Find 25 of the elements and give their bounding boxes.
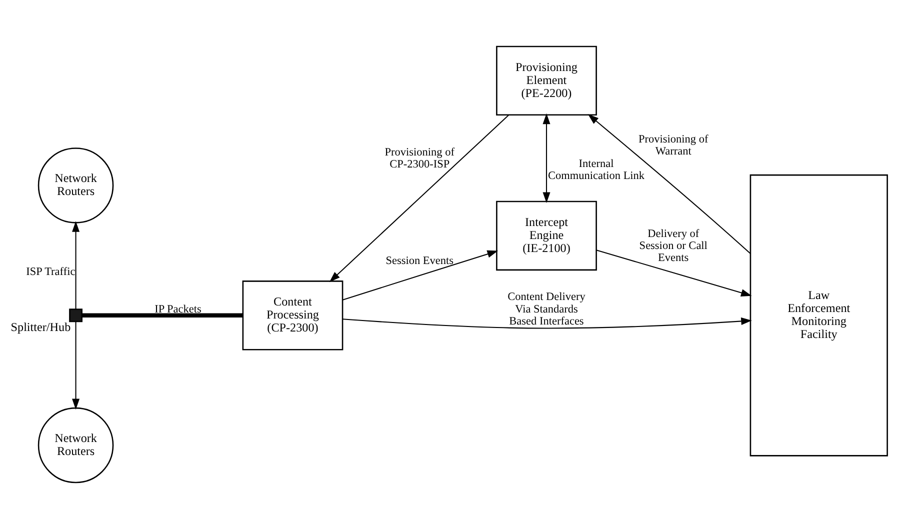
arrow: [596, 249, 752, 296]
node-box: Content Processing (CP-2300): [242, 280, 344, 350]
node-circle: Network Routers: [38, 147, 114, 223]
arrow: [72, 220, 80, 309]
connector: [82, 312, 243, 318]
edge-label: Provisioning of CP-2300-ISP: [384, 146, 454, 170]
arrow: [542, 112, 550, 203]
arrow: [72, 321, 80, 410]
edge-label: Session Events: [386, 254, 454, 266]
arrow: [329, 114, 509, 282]
edge-label: Internal Communication Link: [548, 157, 645, 182]
edge-label: Provisioning of Warrant: [638, 133, 708, 158]
node-label: Splitter/Hub: [10, 320, 71, 334]
node-box: Provisioning Element (PE-2200): [496, 45, 597, 116]
node-circle: Network Routers: [38, 406, 114, 483]
edge-label: IP Packets: [154, 302, 202, 315]
node-box: Law Enforcement Monitoring Facility: [750, 174, 888, 456]
arrow: [588, 114, 751, 254]
edge-label: Content Delivery Via Standards Based Interfaces: [508, 290, 586, 327]
arrow: [342, 250, 498, 300]
edge-label: ISP Traffic: [26, 266, 76, 278]
edge-label: Delivery of Session or Call Events: [639, 227, 708, 264]
node-box: [69, 308, 82, 322]
node-box: Intercept Engine (IE-2100): [496, 200, 597, 270]
arrow: [342, 316, 752, 328]
